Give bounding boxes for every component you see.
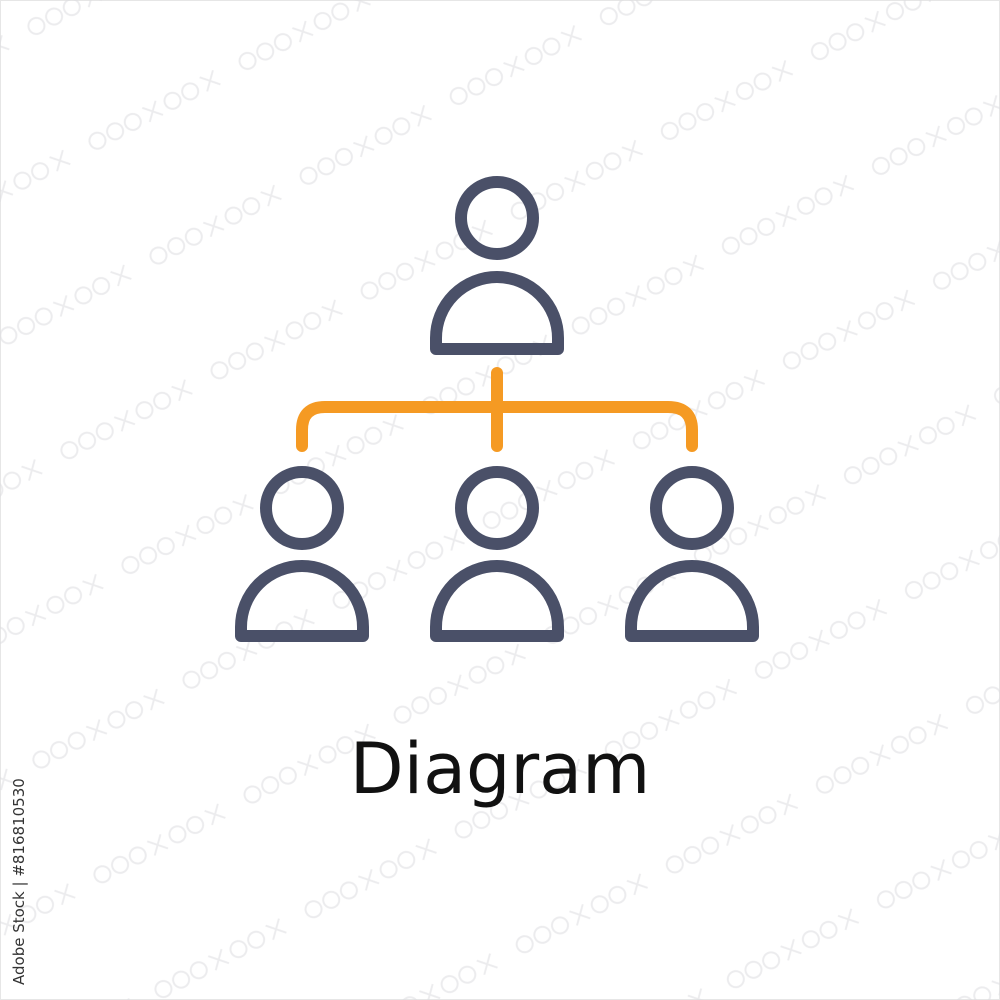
caption-title: Diagram bbox=[349, 728, 651, 810]
stock-id-label: Adobe Stock | #816810530 bbox=[10, 778, 28, 985]
person-icon-right bbox=[625, 466, 759, 642]
person-icon-center bbox=[430, 466, 564, 642]
person-icon-top bbox=[430, 176, 564, 355]
connector-lines bbox=[296, 367, 698, 452]
person-icon-left bbox=[235, 466, 369, 642]
